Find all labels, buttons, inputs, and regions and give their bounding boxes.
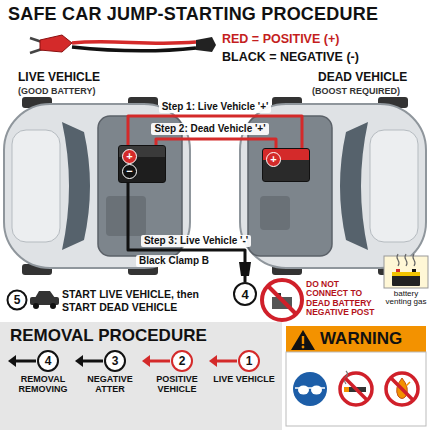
vehicle-heading: LIVE VEHICLE (18, 71, 100, 85)
step-note: START LIVE VEHICLE, then START DEAD VEHI… (62, 288, 227, 313)
step-label: Step 2: Dead Vehicle '+' (151, 123, 268, 135)
step-label: Step 1: Live Vehicle '+' (159, 101, 272, 113)
terminal-mark: − (122, 164, 137, 179)
title-text: SAFE CAR JUMP-STARTING PROCEDURE (8, 4, 378, 25)
callout-number: 4 (38, 352, 58, 370)
removal-arrows (8, 351, 259, 371)
vehicle-heading: DEAD VEHICLE (318, 71, 407, 85)
removal-step: REMOVAL REMOVING (10, 375, 76, 395)
callout-number: 4 (233, 282, 257, 306)
venting-gas-icon (384, 254, 428, 288)
callout-number: 3 (105, 352, 125, 370)
jumper-cable (128, 116, 302, 148)
removal-panel (0, 322, 282, 430)
vehicle-subheading: (GOOD BATTERY) (18, 86, 96, 96)
prohibition-sign (262, 280, 302, 320)
live-battery: +− (118, 145, 166, 183)
jumper-cable (156, 139, 276, 148)
callout-number: 1 (239, 352, 259, 370)
callout-text: 4 (241, 287, 248, 302)
terminal-mark: + (122, 149, 137, 164)
step-label: Step 3: Live Vehicle '-' (141, 235, 251, 247)
start-callout (8, 291, 60, 310)
section-heading: REMOVAL PROCEDURE (10, 326, 207, 346)
callout-number: 5 (8, 291, 26, 309)
cable-sample (30, 35, 216, 53)
callout-number: 2 (172, 352, 192, 370)
icon-caption: battery venting gas (384, 290, 428, 307)
clamp-label: Black Clamp B (136, 255, 212, 267)
legend-text: RED = POSITIVE (+) (222, 32, 339, 46)
removal-step: POSITIVE VEHICLE (144, 375, 210, 395)
terminal-mark: + (266, 152, 281, 167)
jumper-cable (128, 183, 245, 282)
warning-panel (286, 326, 426, 426)
legend-text: BLACK = NEGATIVE (-) (222, 50, 359, 64)
warning-note: DO NOT CONNECT TO DEAD BATTERY NEGATIVE … (306, 280, 382, 317)
vehicle-subheading: (BOOST REQUIRED) (312, 86, 400, 96)
warning-heading: WARNING (320, 329, 402, 349)
dead-battery: + (262, 148, 310, 182)
removal-step: NEGATIVE ATTER (77, 375, 143, 395)
removal-step: LIVE VEHICLE (211, 375, 277, 385)
